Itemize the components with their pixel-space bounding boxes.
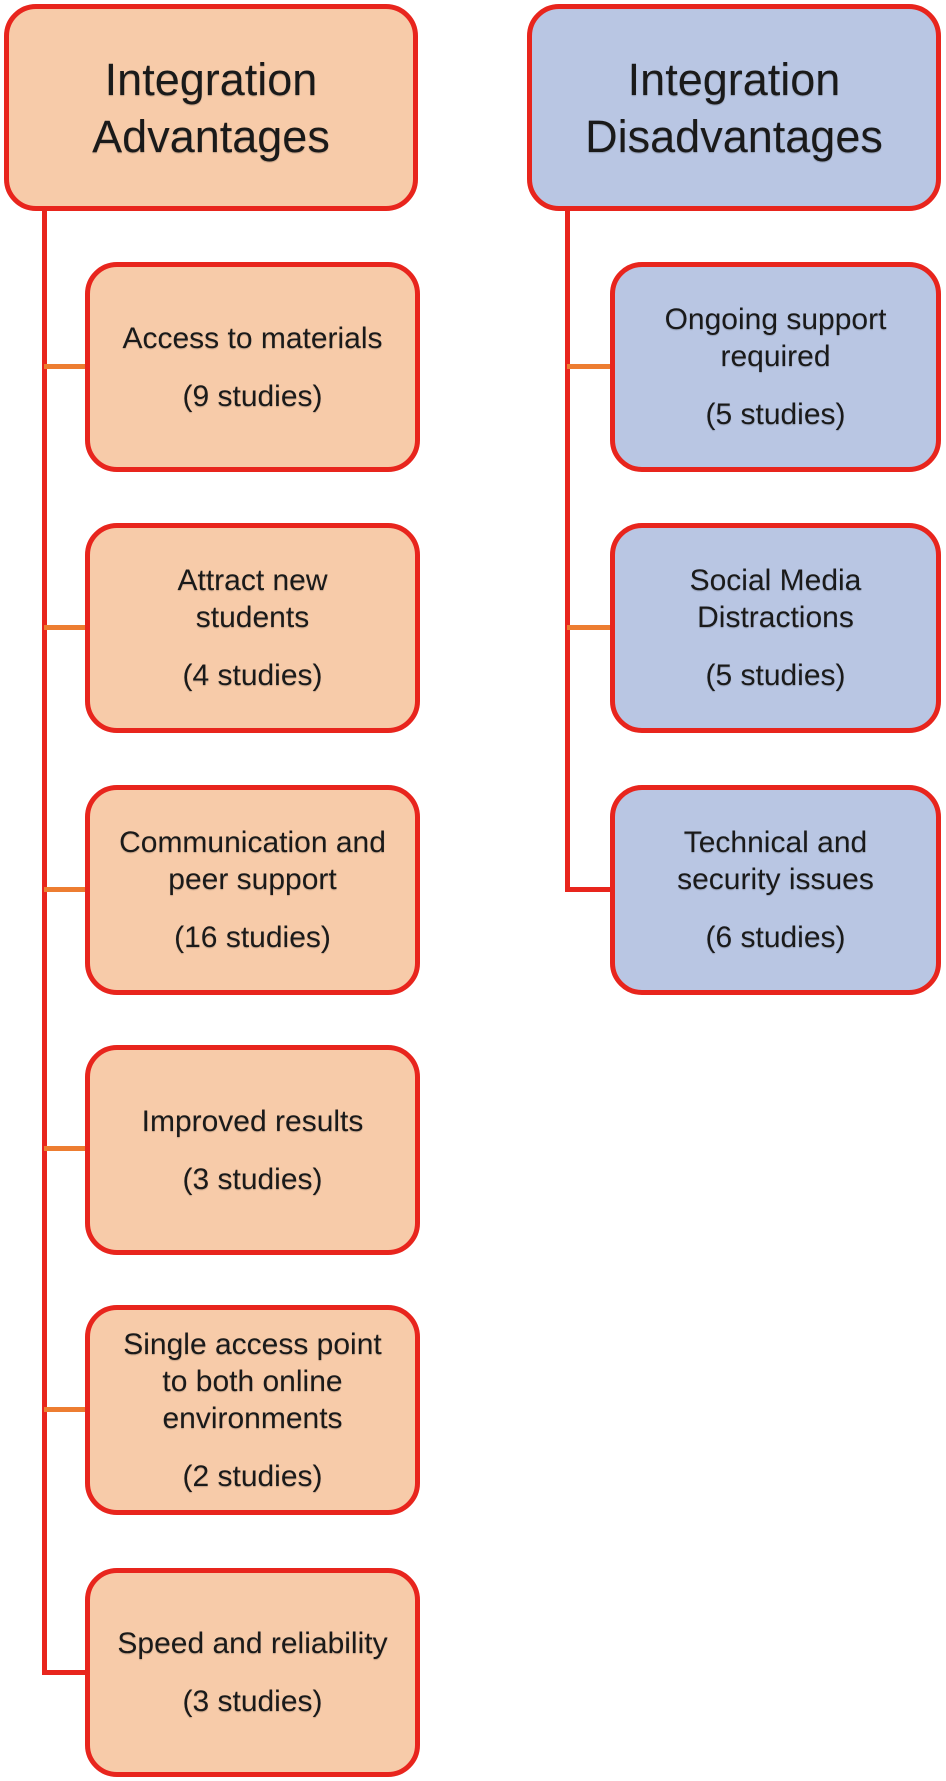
advantages-connector-stub-5: [44, 1407, 88, 1412]
advantage-node-attract-new-students: Attract new students (4 studies): [85, 523, 420, 733]
advantages-header-title: Integration Advantages: [92, 53, 330, 162]
node-study-count: (9 studies): [182, 379, 323, 413]
advantage-node-speed-reliability: Speed and reliability (3 studies): [85, 1568, 420, 1777]
node-title: Attract new students: [177, 564, 328, 634]
disadvantage-node-ongoing-support: Ongoing support required (5 studies): [610, 262, 941, 472]
node-study-count: (5 studies): [705, 398, 846, 431]
node-title: Social Media Distractions: [689, 564, 862, 634]
node-study-count: (4 studies): [182, 659, 323, 692]
node-title: Speed and reliability: [117, 1627, 388, 1660]
advantages-connector-stub-4: [44, 1146, 88, 1151]
advantage-node-access-to-materials: Access to materials (9 studies): [85, 262, 420, 472]
advantages-connector-stub-3: [44, 887, 88, 892]
node-study-count: (2 studies): [182, 1459, 323, 1493]
node-study-count: (5 studies): [705, 659, 846, 692]
node-study-count: (16 studies): [174, 921, 331, 954]
disadvantages-connector-stub-2: [567, 625, 613, 630]
disadvantages-connector-stub-1: [567, 364, 613, 369]
advantage-node-communication-peer-support: Communication and peer support (16 studi…: [85, 785, 420, 995]
advantages-connector-trunk: [42, 208, 47, 1675]
advantages-connector-elbow-6: [42, 1670, 88, 1675]
disadvantages-connector-elbow-3: [565, 887, 613, 892]
node-title: Ongoing support required: [664, 303, 887, 373]
advantage-node-improved-results: Improved results (3 studies): [85, 1045, 420, 1255]
advantage-node-single-access-point: Single access point to both online envir…: [85, 1305, 420, 1515]
disadvantages-header-box: Integration Disadvantages: [527, 4, 941, 211]
advantages-connector-stub-1: [44, 364, 88, 369]
node-study-count: (6 studies): [705, 921, 846, 954]
disadvantage-node-social-media-distractions: Social Media Distractions (5 studies): [610, 523, 941, 733]
node-title: Communication and peer support: [119, 826, 386, 896]
disadvantages-connector-trunk: [565, 208, 570, 892]
node-title: Technical and security issues: [677, 826, 874, 896]
node-study-count: (3 studies): [182, 1162, 323, 1196]
node-title: Access to materials: [122, 321, 383, 355]
node-study-count: (3 studies): [182, 1685, 323, 1718]
advantages-connector-stub-2: [44, 625, 88, 630]
disadvantages-header-title: Integration Disadvantages: [585, 53, 883, 162]
disadvantage-node-technical-security-issues: Technical and security issues (6 studies…: [610, 785, 941, 995]
node-title: Improved results: [141, 1104, 364, 1138]
advantages-header-box: Integration Advantages: [4, 4, 418, 211]
node-title: Single access point to both online envir…: [123, 1327, 382, 1435]
